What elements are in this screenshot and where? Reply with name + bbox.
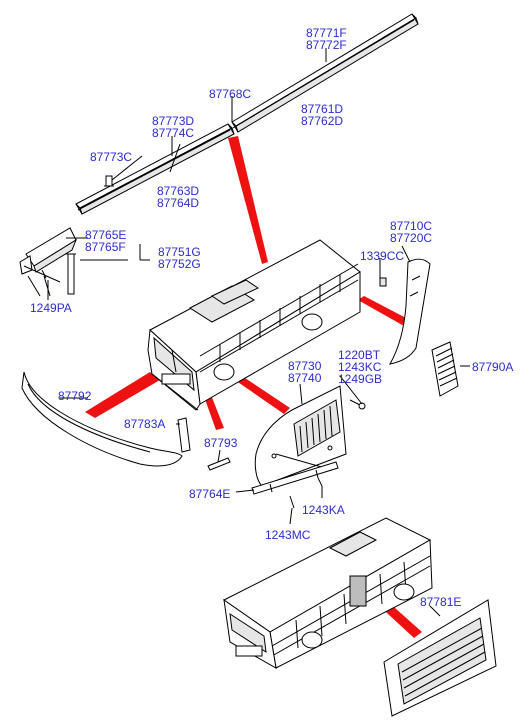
label-1220bt: 1220BT — [338, 348, 381, 362]
label-1243kc: 1243KC — [338, 360, 382, 374]
label-87740: 87740 — [288, 371, 322, 385]
wedge-front-bumper — [85, 372, 160, 418]
label-87730: 87730 — [288, 359, 322, 373]
label-87765e: 87765E — [85, 228, 127, 242]
label-87761d: 87761D — [301, 102, 344, 116]
label-87763d: 87763D — [157, 184, 200, 198]
side-panel — [254, 385, 347, 487]
front-pillar — [379, 258, 431, 365]
leader-lines — [47, 48, 470, 617]
label-87720c: 87720C — [390, 231, 433, 245]
label-87751g: 87751G — [158, 245, 201, 259]
corner-cap — [19, 227, 78, 297]
label-87764d: 87764D — [157, 196, 200, 210]
label-87771f: 87771F — [306, 26, 347, 40]
wedge-front-pillar — [358, 296, 406, 326]
label-87762d: 87762D — [301, 114, 344, 128]
rail-87764e — [251, 461, 339, 509]
label-87773c: 87773C — [90, 150, 133, 164]
wedge-roof-moulding — [228, 136, 268, 264]
label-87764e: 87764E — [189, 487, 231, 501]
label-87752g: 87752G — [158, 257, 201, 271]
rear-panel — [383, 599, 497, 717]
label-87783a: 87783A — [124, 417, 166, 431]
label-87773d: 87773D — [152, 114, 195, 128]
screw-1220bt — [349, 399, 366, 410]
label-87772f: 87772F — [306, 38, 347, 52]
bus-front-view — [147, 239, 361, 411]
step-garnish — [177, 417, 191, 453]
label-1339cc: 1339CC — [360, 249, 405, 263]
label-87765f: 87765F — [85, 240, 126, 254]
roof-moulding-short — [75, 123, 235, 215]
label-87790a: 87790A — [472, 360, 514, 374]
label-1249pa: 1249PA — [30, 301, 72, 315]
label-87774c: 87774C — [152, 126, 195, 140]
strip-87793 — [207, 457, 231, 471]
label-87792: 87792 — [58, 389, 92, 403]
clip-87773c — [104, 175, 114, 187]
louver-87790a — [431, 341, 459, 397]
bus-rear-view — [223, 517, 433, 669]
label-87781e: 87781E — [420, 595, 462, 609]
roof-moulding-long — [231, 13, 419, 133]
front-bumper — [21, 371, 183, 467]
label-87768c: 87768C — [209, 87, 252, 101]
label-87710c: 87710C — [390, 219, 433, 233]
label-87793: 87793 — [204, 436, 238, 450]
label-1249gb: 1249GB — [338, 372, 383, 386]
label-1243mc: 1243MC — [265, 528, 311, 542]
label-1243ka: 1243KA — [302, 503, 345, 517]
